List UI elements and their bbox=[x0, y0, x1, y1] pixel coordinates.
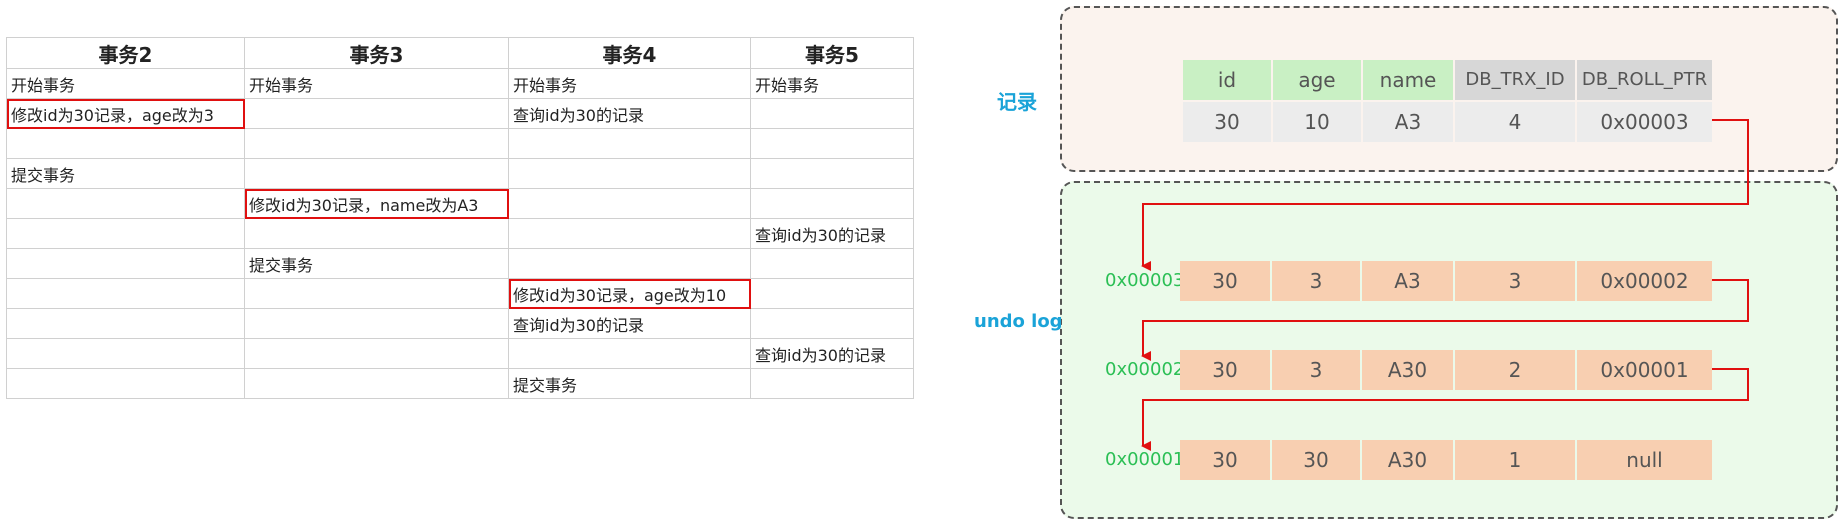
record-header-id: id bbox=[1183, 60, 1271, 100]
record-value-name: A3 bbox=[1363, 102, 1453, 142]
undo-value: A30 bbox=[1362, 350, 1453, 390]
undo-value: 0x00001 bbox=[1577, 350, 1712, 390]
record-header-trx-id: DB_TRX_ID bbox=[1455, 60, 1575, 100]
undo-value: A30 bbox=[1362, 440, 1453, 480]
undo-log-label: undo log bbox=[974, 311, 1063, 332]
header-txn4: 事务4 bbox=[508, 37, 751, 69]
undo-value: 0x00002 bbox=[1577, 261, 1712, 301]
undo-address: 0x00002 bbox=[1105, 359, 1185, 380]
table-cell bbox=[750, 368, 914, 399]
undo-value: 2 bbox=[1455, 350, 1575, 390]
table-cell bbox=[6, 248, 245, 279]
record-label: 记录 bbox=[997, 90, 1037, 114]
header-txn2: 事务2 bbox=[6, 37, 245, 69]
table-cell bbox=[508, 248, 751, 279]
arrow-undo2-to-undo3 bbox=[1141, 368, 1749, 451]
table-cell bbox=[6, 218, 245, 249]
undo-address: 0x00001 bbox=[1105, 449, 1185, 470]
undo-value: 3 bbox=[1455, 261, 1575, 301]
record-value-id: 30 bbox=[1183, 102, 1271, 142]
table-cell bbox=[6, 188, 245, 219]
table-row: 修改id为30记录，name改为A3 bbox=[6, 188, 914, 219]
header-txn3: 事务3 bbox=[244, 37, 509, 69]
record-value-trx-id: 4 bbox=[1455, 102, 1575, 142]
table-row: 开始事务 开始事务 开始事务 开始事务 bbox=[6, 68, 914, 99]
table-row: 修改id为30记录，age改为10 bbox=[6, 278, 914, 309]
undo-value: 30 bbox=[1272, 440, 1360, 480]
transaction-table: 事务2 事务3 事务4 事务5 开始事务 开始事务 开始事务 开始事务 修改id… bbox=[6, 37, 914, 399]
table-cell: 查询id为30的记录 bbox=[750, 218, 914, 249]
undo-value: 1 bbox=[1455, 440, 1575, 480]
table-row: 查询id为30的记录 bbox=[6, 218, 914, 249]
table-cell: 查询id为30的记录 bbox=[750, 338, 914, 369]
record-value-roll-ptr: 0x00003 bbox=[1577, 102, 1712, 142]
undo-value: 30 bbox=[1180, 440, 1270, 480]
highlighted-cell: 修改id为30记录，name改为A3 bbox=[244, 188, 509, 219]
undo-value: 30 bbox=[1180, 261, 1270, 301]
undo-value: null bbox=[1577, 440, 1712, 480]
undo-value: A3 bbox=[1362, 261, 1453, 301]
table-cell bbox=[750, 278, 914, 309]
table-row: 查询id为30的记录 bbox=[6, 308, 914, 339]
table-cell bbox=[244, 338, 509, 369]
undo-value: 3 bbox=[1272, 350, 1360, 390]
record-header-age: age bbox=[1273, 60, 1361, 100]
table-cell bbox=[6, 338, 245, 369]
table-cell bbox=[244, 278, 509, 309]
table-row: 提交事务 bbox=[6, 368, 914, 399]
record-value-age: 10 bbox=[1273, 102, 1361, 142]
table-cell: 提交事务 bbox=[244, 248, 509, 279]
undo-value: 30 bbox=[1180, 350, 1270, 390]
arrow-undo1-to-undo2 bbox=[1141, 279, 1749, 361]
highlighted-cell: 修改id为30记录，age改为10 bbox=[508, 278, 751, 309]
table-cell bbox=[6, 308, 245, 339]
table-row: 提交事务 bbox=[6, 158, 914, 189]
undo-address: 0x00003 bbox=[1105, 270, 1185, 291]
table-row: 提交事务 bbox=[6, 248, 914, 279]
highlighted-cell: 修改id为30记录，age改为3 bbox=[6, 98, 245, 129]
table-cell bbox=[508, 158, 751, 189]
table-cell bbox=[750, 158, 914, 189]
table-cell: 查询id为30的记录 bbox=[508, 98, 751, 129]
record-header-name: name bbox=[1363, 60, 1453, 100]
table-cell bbox=[244, 368, 509, 399]
table-cell bbox=[750, 128, 914, 159]
undo-value: 3 bbox=[1272, 261, 1360, 301]
arrow-record-to-undo1 bbox=[1141, 119, 1749, 271]
table-cell bbox=[6, 368, 245, 399]
record-header-roll-ptr: DB_ROLL_PTR bbox=[1577, 60, 1712, 100]
table-cell bbox=[750, 98, 914, 129]
table-cell: 提交事务 bbox=[508, 368, 751, 399]
table-cell: 开始事务 bbox=[508, 68, 751, 99]
table-cell: 开始事务 bbox=[244, 68, 509, 99]
